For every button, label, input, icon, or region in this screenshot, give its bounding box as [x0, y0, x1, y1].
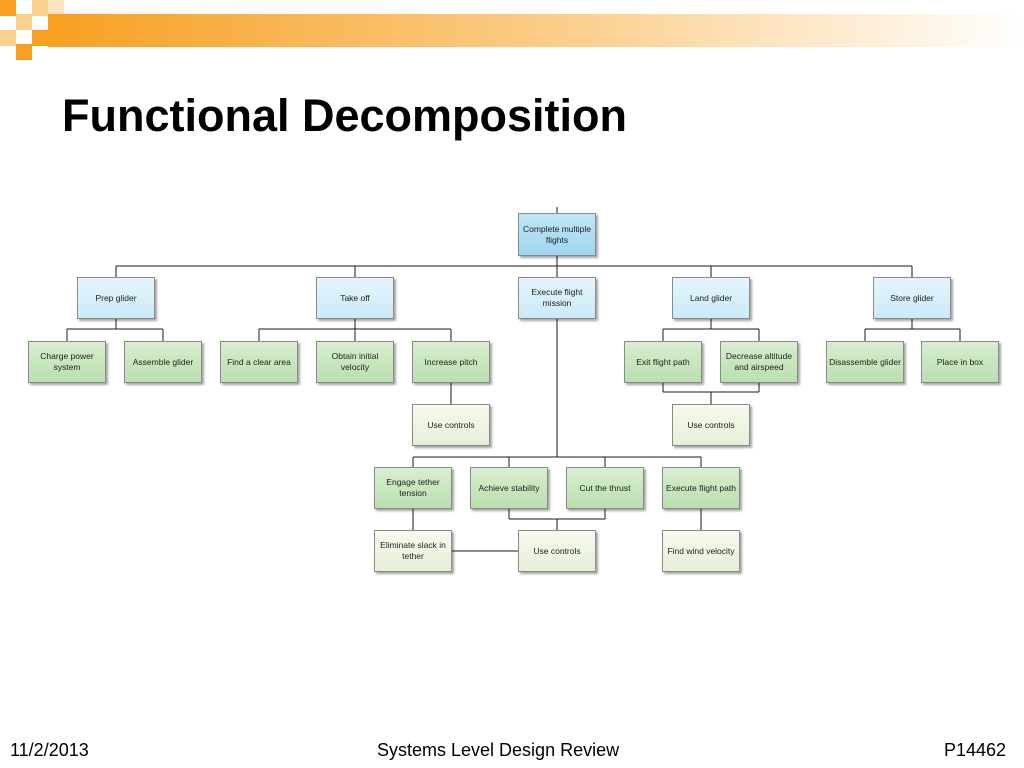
node-exit-flight-path: Exit flight path [624, 341, 702, 383]
slide-title: Functional Decomposition [62, 90, 628, 141]
node-place-in-box: Place in box [921, 341, 999, 383]
node-engage-tether-tension: Engage tether tension [374, 467, 452, 509]
node-cut-the-thrust: Cut the thrust [566, 467, 644, 509]
node-prep-glider: Prep glider [77, 277, 155, 319]
node-use-controls-land: Use controls [672, 404, 750, 446]
node-use-controls-pitch: Use controls [412, 404, 490, 446]
node-obtain-initial-velocity: Obtain initial velocity [316, 341, 394, 383]
footer-code: P14462 [944, 740, 1007, 760]
node-land-glider: Land glider [672, 277, 750, 319]
node-use-controls-mission: Use controls [518, 530, 596, 572]
node-achieve-stability: Achieve stability [470, 467, 548, 509]
node-eliminate-slack-in-tether: Eliminate slack in tether [374, 530, 452, 572]
node-store-glider: Store glider [873, 277, 951, 319]
node-complete-multiple-flights: Complete multiple flights [518, 213, 596, 256]
footer-title: Systems Level Design Review [377, 740, 620, 760]
node-disassemble-glider: Disassemble glider [826, 341, 904, 383]
node-decrease-altitude-airspeed: Decrease altitude and airspeed [720, 341, 798, 383]
node-execute-flight-mission: Execute flight mission [518, 277, 596, 319]
footer-date: 11/2/2013 [10, 740, 89, 760]
node-increase-pitch: Increase pitch [412, 341, 490, 383]
node-assemble-glider: Assemble glider [124, 341, 202, 383]
node-find-wind-velocity: Find wind velocity [662, 530, 740, 572]
node-execute-flight-path: Execute flight path [662, 467, 740, 509]
node-charge-power-system: Charge power system [28, 341, 106, 383]
node-find-clear-area: Find a clear area [220, 341, 298, 383]
header-banner [0, 0, 1024, 60]
node-take-off: Take off [316, 277, 394, 319]
